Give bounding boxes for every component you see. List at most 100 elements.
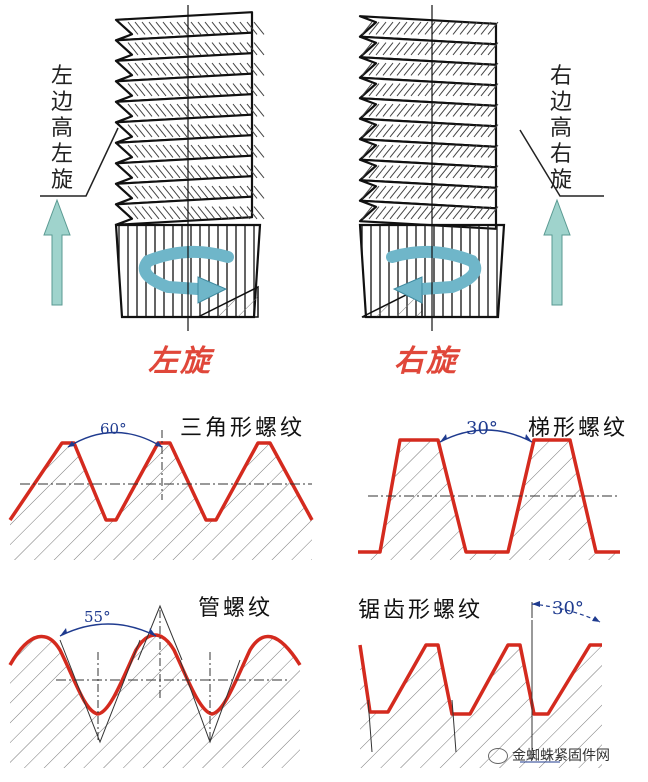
thread-hatch: [417, 62, 429, 76]
thread-hatch: [452, 124, 464, 138]
thread-hatch: [452, 165, 464, 179]
up-arrow-left-icon: [43, 198, 71, 306]
trapezoid-thread-profile: [358, 429, 620, 560]
thread-hatch: [424, 144, 436, 158]
thread-hatch: [361, 165, 373, 179]
thread-hatch: [162, 83, 174, 97]
pipe-angle-label: 55°: [84, 608, 111, 626]
thread-hatch: [389, 206, 401, 220]
thread-hatch: [473, 206, 485, 220]
thread-hatch: [438, 185, 450, 199]
thread-hatch: [417, 124, 429, 138]
thread-hatch: [417, 185, 429, 199]
thread-hatch: [452, 144, 464, 158]
thread-hatch: [368, 103, 380, 117]
thread-hatch: [246, 144, 258, 158]
thread-hatch: [197, 103, 209, 117]
thread-hatch: [183, 144, 195, 158]
thread-hatch: [417, 103, 429, 117]
thread-hatch: [218, 165, 230, 179]
thread-hatch: [466, 185, 478, 199]
thread-hatch: [148, 103, 160, 117]
thread-hatch: [127, 21, 139, 35]
thread-hatch: [445, 185, 457, 199]
thread-hatch: [473, 124, 485, 138]
thread-hatch: [162, 206, 174, 220]
thread-hatch: [417, 165, 429, 179]
thread-hatch: [424, 103, 436, 117]
thread-hatch: [246, 62, 258, 76]
thread-hatch: [431, 206, 443, 220]
thread-hatch: [431, 83, 443, 97]
thread-hatch: [246, 124, 258, 138]
thread-hatch: [176, 103, 188, 117]
thread-hatch: [253, 42, 265, 56]
thread-hatch: [396, 21, 408, 35]
thread-hatch: [375, 144, 387, 158]
rotation-arrowhead-icon: [392, 276, 423, 304]
thread-hatch: [253, 185, 265, 199]
thread-hatch: [127, 124, 139, 138]
thread-hatch: [253, 206, 265, 220]
thread-hatch: [127, 42, 139, 56]
thread-hatch: [487, 42, 499, 56]
thread-hatch: [141, 124, 153, 138]
thread-hatch: [466, 124, 478, 138]
thread-hatch: [361, 21, 373, 35]
thread-hatch: [445, 62, 457, 76]
thread-hatch: [246, 42, 258, 56]
thread-hatch: [218, 144, 230, 158]
wechat-icon: [488, 748, 508, 764]
thread-hatch: [480, 83, 492, 97]
thread-hatch: [155, 144, 167, 158]
leader-line-right: [519, 129, 604, 197]
thread-hatch: [396, 42, 408, 56]
triangular-angle-label: 60°: [100, 420, 127, 438]
thread-hatch: [480, 144, 492, 158]
thread-hatch: [480, 62, 492, 76]
thread-hatch: [410, 103, 422, 117]
thread-hatch: [389, 144, 401, 158]
thread-hatch: [204, 165, 216, 179]
thread-hatch: [445, 42, 457, 56]
thread-hatch: [148, 21, 160, 35]
thread-hatch: [225, 124, 237, 138]
thread-hatch: [438, 42, 450, 56]
thread-hatch: [480, 206, 492, 220]
thread-hatch: [134, 83, 146, 97]
thread-hatch: [396, 103, 408, 117]
thread-hatch: [480, 185, 492, 199]
thread-hatch: [368, 206, 380, 220]
thread-hatch: [466, 83, 478, 97]
thread-hatch: [382, 144, 394, 158]
thread-hatch: [445, 21, 457, 35]
thread-hatch: [466, 21, 478, 35]
thread-hatch: [253, 103, 265, 117]
thread-hatch: [410, 165, 422, 179]
left-hand-title: 左旋: [148, 344, 212, 379]
thread-hatch: [169, 185, 181, 199]
thread-hatch: [134, 185, 146, 199]
thread-hatch: [417, 21, 429, 35]
thread-hatch: [127, 83, 139, 97]
thread-hatch: [445, 83, 457, 97]
thread-hatch: [197, 83, 209, 97]
thread-hatch: [417, 83, 429, 97]
thread-hatch: [466, 42, 478, 56]
thread-hatch: [375, 103, 387, 117]
thread-hatch: [389, 83, 401, 97]
thread-hatch: [389, 42, 401, 56]
thread-hatch: [445, 144, 457, 158]
up-arrow-right-icon: [543, 198, 571, 306]
sawtooth-thread-title: 锯齿形螺纹: [358, 598, 484, 623]
thread-hatch: [382, 103, 394, 117]
thread-hatch: [452, 103, 464, 117]
trapezoid-thread-title: 梯形螺纹: [528, 416, 629, 441]
thread-hatch: [162, 42, 174, 56]
thread-hatch: [487, 83, 499, 97]
thread-hatch: [473, 144, 485, 158]
thread-hatch: [361, 124, 373, 138]
thread-hatch: [211, 124, 223, 138]
thread-hatch: [445, 103, 457, 117]
thread-hatch: [253, 83, 265, 97]
